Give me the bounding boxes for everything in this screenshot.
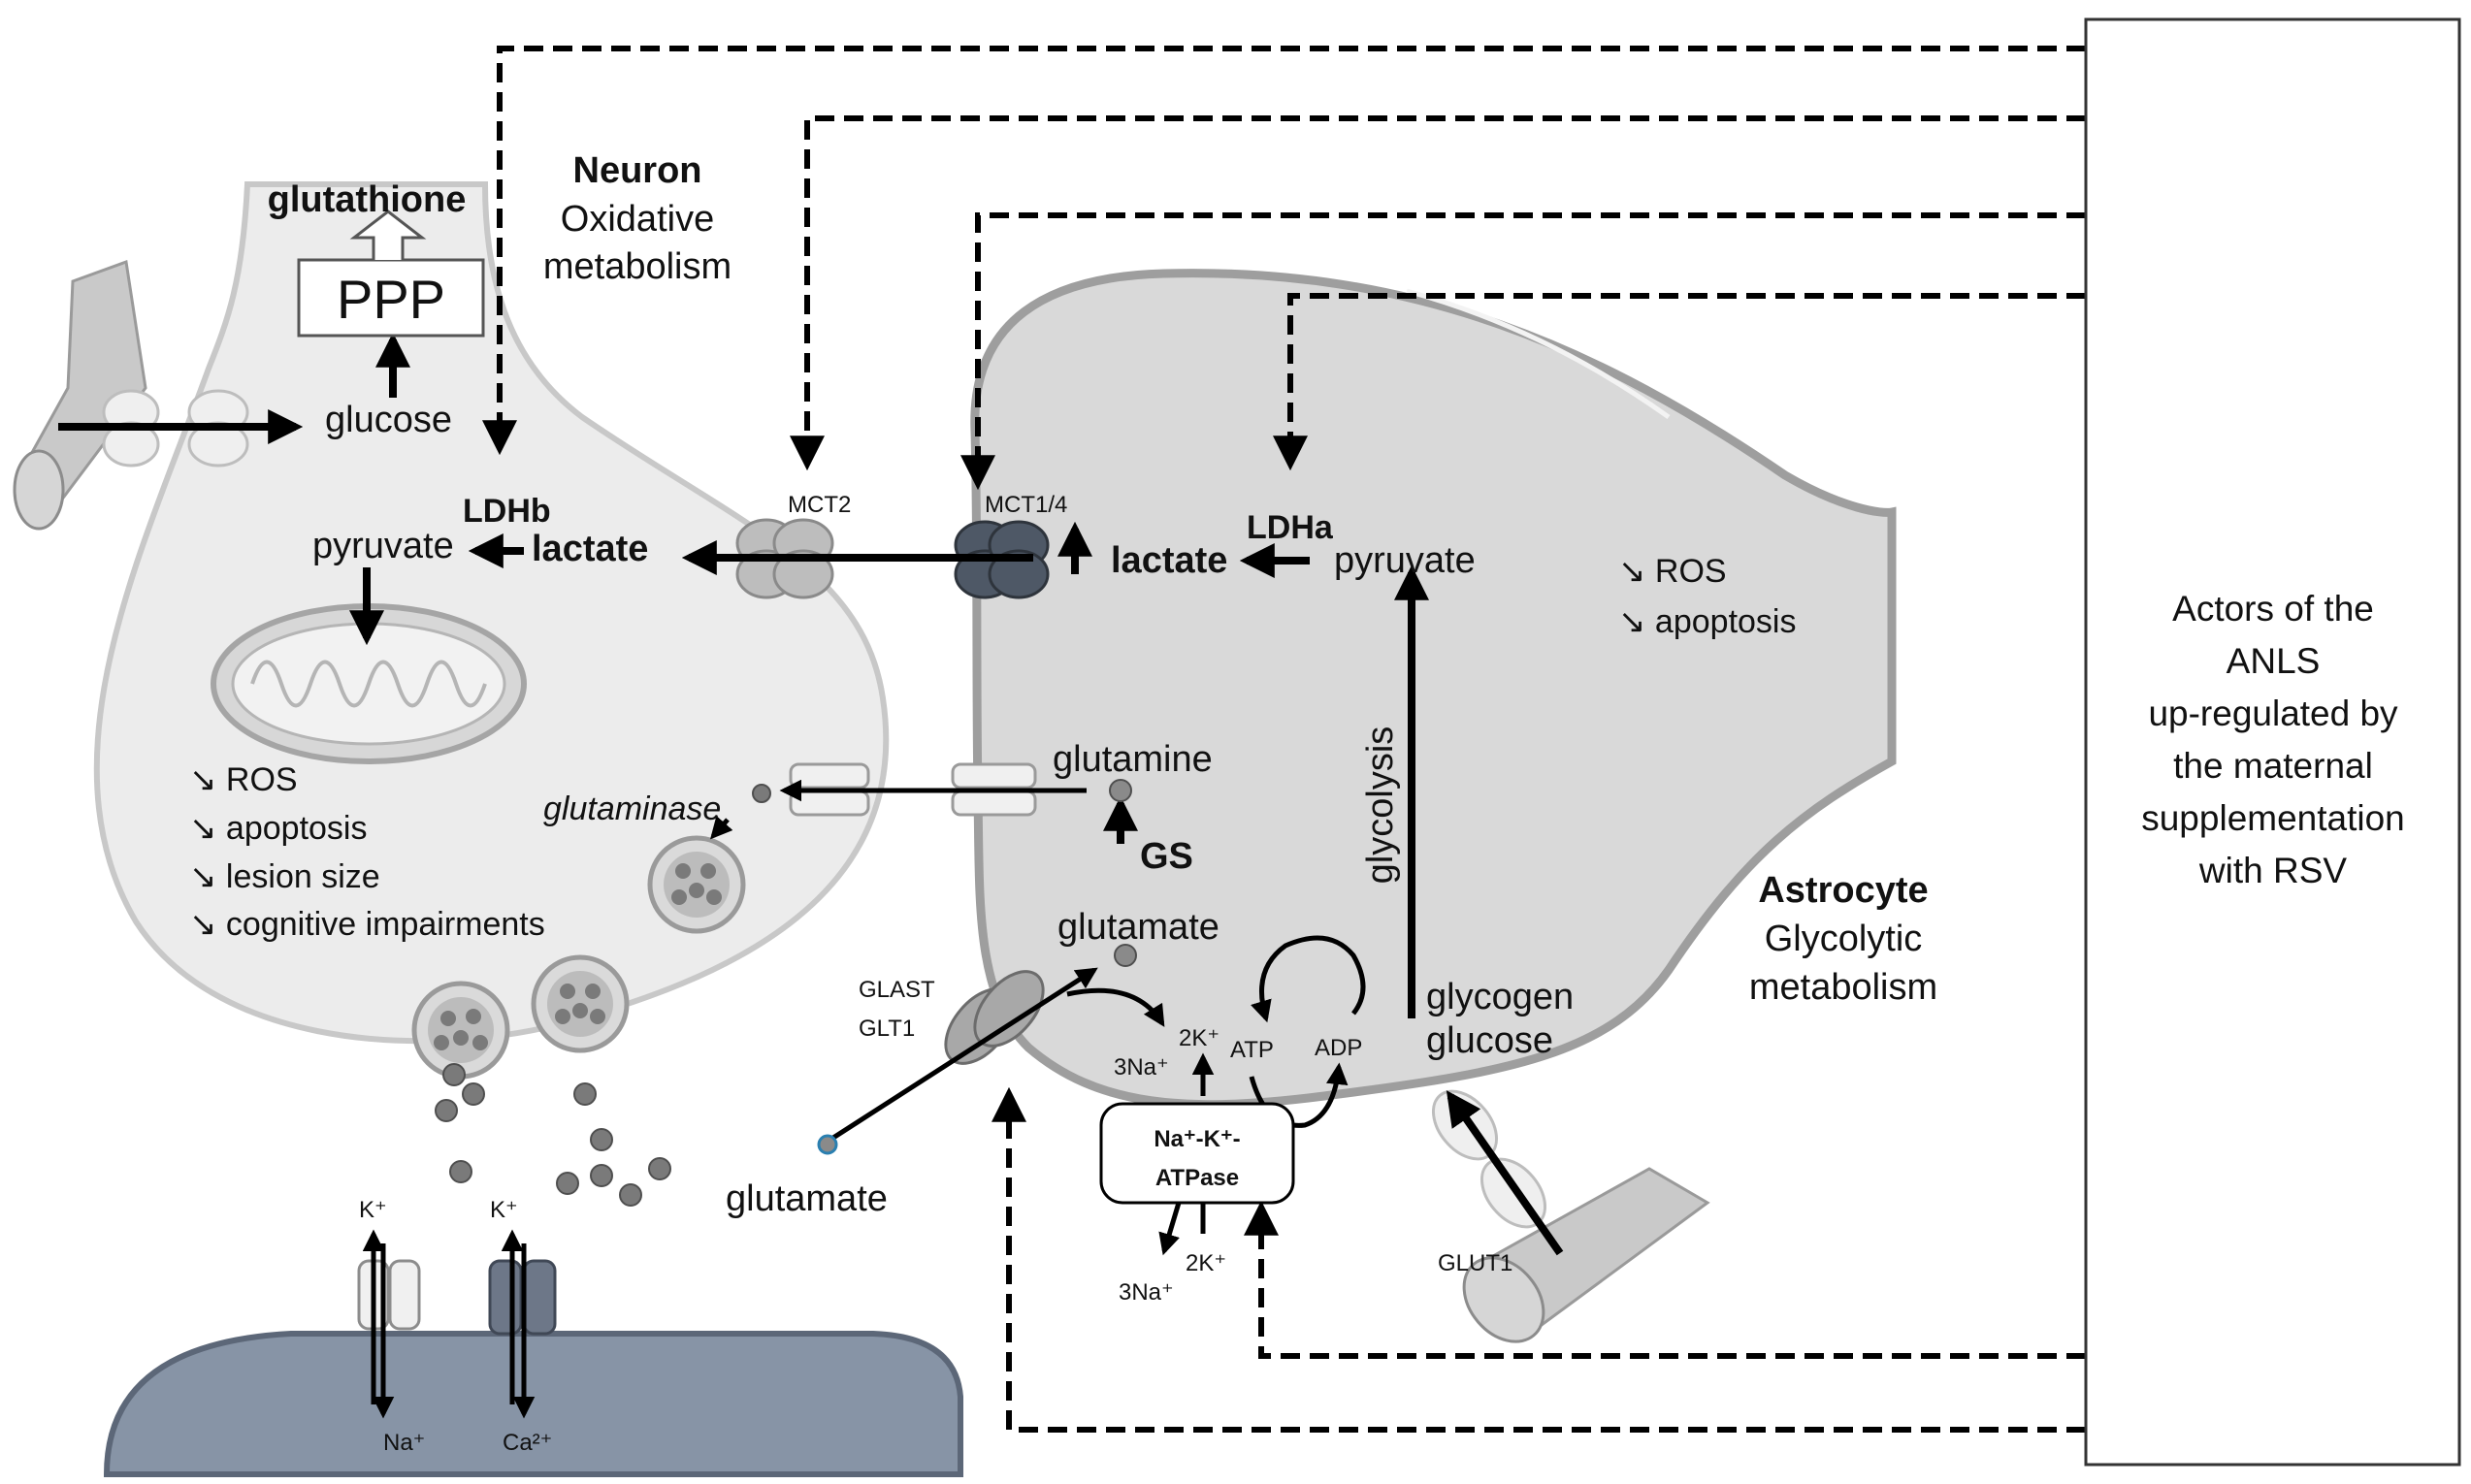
astrocyte-effect-ros: ↘ ROS [1618,553,1727,590]
side-line-2: ANLS [2227,641,2321,681]
synaptic-glutamate-label: glutamate [726,1178,888,1219]
astrocyte-body [970,269,1897,1110]
k2-label: K⁺ [490,1197,518,1223]
astrocyte-subtitle-2: metabolism [1749,967,1937,1008]
neuron-effect-cognitive: ↘ cognitive impairments [189,906,545,943]
k1-label: K⁺ [359,1197,387,1223]
side-line-5: supplementation [2141,798,2405,838]
metabolic-arrows [58,332,1564,1419]
glutaminase-label: glutaminase [543,790,721,827]
regulation-dashed-lines [482,46,2086,1433]
neuron-effect-ros: ↘ ROS [189,761,298,798]
anls-actors-box [2084,17,2461,1467]
glycolysis-label: glycolysis [1360,726,1401,885]
glutathione-arrow [349,210,427,260]
ldhb-label: LDHb [463,493,551,530]
ppp-label: PPP [337,269,445,330]
vesicle-dots [434,863,722,1050]
neuron-subtitle-2: metabolism [543,246,732,287]
neuron-pyruvate-label: pyruvate [312,526,454,566]
na-in-label: 3Na⁺ [1114,1054,1169,1081]
astrocyte-glutamate-dot [1114,944,1137,967]
astrocyte-glucose-label: glucose [1426,1020,1553,1061]
astrocyte-lactate-label: lactate [1111,540,1227,581]
na-k-atpase [1099,1102,1295,1205]
neuron-effect-apoptosis: ↘ apoptosis [189,810,367,847]
k-na-receptor [357,1259,421,1331]
ldha-label: LDHa [1247,509,1334,546]
glutamine-transporters [789,762,1037,817]
synaptic-glutamate-dot [817,1134,838,1155]
glycogen-label: glycogen [1426,977,1574,1017]
na-out-label: 3Na⁺ [1119,1279,1174,1306]
atpase-line1: Na⁺-K⁺- [1154,1126,1240,1152]
side-box-text: Actors of the ANLS up-regulated by the m… [2141,589,2405,890]
glutathione-label: glutathione [268,179,467,220]
astrocyte-glutamate-label: glutamate [1057,907,1219,948]
astrocyte-effect-apoptosis: ↘ apoptosis [1618,603,1796,640]
released-glutamate [435,784,771,1207]
mct2-label: MCT2 [788,492,851,518]
side-line-1: Actors of the [2172,589,2374,629]
atpase-line2: ATPase [1155,1165,1239,1191]
astrocyte-title: Astrocyte [1758,870,1928,911]
ppp-box [297,258,485,338]
astrocyte-pyruvate-label: pyruvate [1334,540,1476,581]
atp-label: ATP [1230,1037,1274,1063]
side-line-4: the maternal [2173,746,2373,786]
mct14-label: MCT1/4 [985,492,1067,518]
adp-label: ADP [1315,1035,1362,1061]
glast-transporter [944,970,1045,1065]
side-line-3: up-regulated by [2148,694,2398,733]
astrocyte-subtitle-1: Glycolytic [1765,919,1923,959]
neuron-glucose-label: glucose [325,400,452,440]
glut1-label: GLUT1 [1438,1250,1512,1276]
ca-label: Ca²⁺ [503,1430,552,1456]
glutamine-label: glutamine [1053,739,1213,780]
side-line-6: with RSV [2198,851,2347,890]
na-label: Na⁺ [383,1430,425,1456]
gs-label: GS [1140,836,1193,877]
neuron-lactate-label: lactate [532,529,648,569]
neuron-title: Neuron [573,150,702,191]
neuron-subtitle-1: Oxidative [561,199,714,240]
glast-label: GLAST [859,977,935,1003]
neuron-effect-lesion: ↘ lesion size [189,858,380,895]
glutamine-dot [1109,779,1132,802]
glt1-label: GLT1 [859,1016,915,1042]
k-out-label: 2K⁺ [1186,1250,1226,1276]
k-in-label: 2K⁺ [1179,1025,1219,1051]
